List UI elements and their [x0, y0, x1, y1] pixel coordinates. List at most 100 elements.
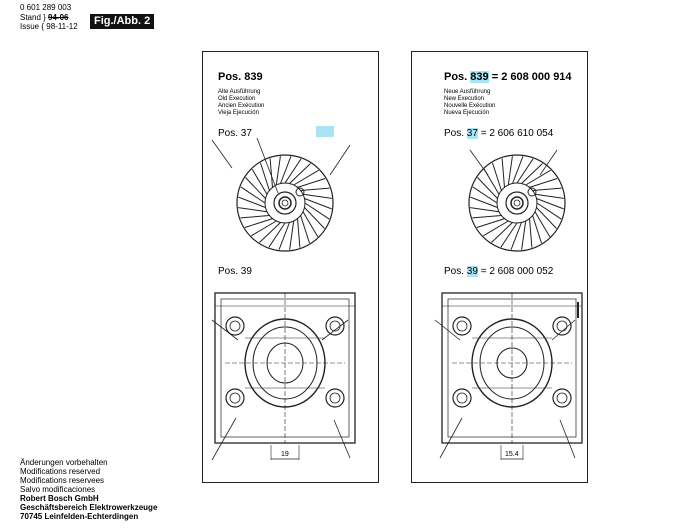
- fan-blade: [240, 186, 266, 204]
- subtitle-fr: Nouvelle Exécution: [444, 103, 496, 109]
- fan-blade: [300, 187, 330, 191]
- fan-blade: [512, 156, 524, 184]
- fan-blade: [534, 193, 564, 199]
- fan-blade: [238, 196, 266, 208]
- title-pos-highlight: 839: [470, 71, 489, 83]
- pos39-highlight: 39: [466, 266, 478, 277]
- fan-blade: [534, 211, 551, 237]
- fan-blade: [521, 220, 527, 250]
- left-fan-blades: [238, 156, 332, 250]
- fan-blade: [293, 169, 319, 186]
- fan-blade: [532, 215, 542, 244]
- right-dimension-text: 15.4: [505, 451, 519, 458]
- fan-blade: [477, 177, 498, 199]
- subtitle-fr: Ancien Exécution: [218, 103, 265, 109]
- issue-row: Issue { 98-11-12: [20, 22, 78, 31]
- subtitle-es: Vieja Ejecución: [218, 110, 259, 116]
- fan-blade: [251, 169, 268, 195]
- subtitle-de: Neue Ausführung: [444, 89, 491, 95]
- fan-blade: [238, 207, 268, 213]
- footer-division: Geschäftsbereich Elektrowerkzeuge: [20, 503, 158, 512]
- right-panel-subtitles: Neue Ausführung New Execution Nouvelle E…: [444, 89, 495, 117]
- fan-blade: [244, 218, 273, 228]
- pos37-part-number: = 2 606 610 054: [480, 128, 554, 139]
- right-base: [441, 292, 583, 444]
- issue-value: 98-11-12: [46, 22, 78, 31]
- left-panel: [202, 51, 379, 483]
- pos39-part-number: = 2 608 000 052: [480, 266, 554, 277]
- left-base-leader-4: [333, 419, 351, 459]
- left-panel-title: Pos. 839: [218, 71, 263, 83]
- right-fan-blades: [470, 156, 564, 250]
- fan-blade: [516, 158, 534, 184]
- fan-blade: [472, 186, 498, 204]
- footer-address: 70745 Leinfelden-Echterdingen: [20, 512, 139, 521]
- right-pos37-label: Pos. 37 = 2 606 610 054: [444, 128, 553, 139]
- issue-brace-icon: {: [41, 22, 45, 31]
- left-panel-subtitles: Alte Ausführung Old Execution Ancien Exé…: [218, 89, 264, 117]
- fan-blade: [300, 215, 310, 244]
- footer-company: Robert Bosch GmbH: [20, 494, 99, 503]
- fan-blade: [536, 207, 557, 229]
- fan-blade: [304, 207, 325, 229]
- left-dimension-text: 19: [281, 451, 289, 458]
- title-prefix: Pos.: [444, 71, 468, 83]
- fan-blade: [268, 222, 286, 248]
- subtitle-en: New Execution: [444, 96, 485, 102]
- fan-blade: [289, 220, 295, 250]
- fan-blade: [304, 198, 332, 210]
- stand-value: 94-06: [48, 13, 69, 22]
- fan-blade: [304, 202, 330, 220]
- fan-blade: [284, 158, 302, 184]
- fan-blade: [501, 158, 505, 188]
- left-base-leader-3: [211, 417, 237, 461]
- pos37-prefix: Pos.: [444, 128, 465, 139]
- left-fan-leader-2: [329, 144, 351, 176]
- fan-blade: [525, 169, 551, 186]
- fan-blade: [275, 156, 281, 186]
- stand-row: Stand } 94-06: [20, 13, 69, 22]
- footer-line-fr: Modifications reservees: [20, 476, 105, 485]
- left-base-leader-1: [211, 319, 239, 341]
- fan-blade: [536, 202, 562, 220]
- fan-blade: [483, 220, 509, 237]
- fan-blade: [532, 187, 562, 191]
- stand-brace-icon: }: [43, 13, 46, 22]
- fan-blade: [297, 178, 326, 188]
- fan-blade: [491, 222, 513, 243]
- pos37-highlight: 37: [466, 128, 478, 139]
- right-panel-title: Pos. 839 = 2 608 000 914: [444, 71, 572, 83]
- left-pos37-label: Pos. 37: [218, 128, 252, 139]
- left-pos39-label: Pos. 39: [218, 266, 252, 277]
- fan-blade: [470, 207, 500, 213]
- right-pos39-label: Pos. 39 = 2 608 000 052: [444, 266, 553, 277]
- left-fan: [236, 154, 334, 252]
- subtitle-es: Nueva Ejecución: [444, 110, 490, 116]
- fan-blade: [269, 158, 273, 188]
- subtitle-de: Alte Ausführung: [218, 89, 261, 95]
- fan-blade: [280, 156, 292, 184]
- left-fan-leader-3: [256, 137, 279, 194]
- fan-blade: [251, 220, 277, 237]
- left-base-leader-2: [321, 319, 349, 341]
- footer-line-de: Änderungen vorbehalten: [20, 458, 108, 467]
- right-fan: [468, 154, 566, 252]
- fan-blade: [259, 222, 281, 243]
- figure-badge: Fig./Abb. 2: [90, 14, 155, 29]
- subtitle-en: Old Execution: [218, 96, 256, 102]
- fan-blade: [536, 198, 564, 210]
- right-panel: [411, 51, 588, 483]
- fan-blade: [529, 218, 533, 248]
- fan-blade: [492, 162, 502, 191]
- fan-blade: [297, 218, 301, 248]
- fan-blade: [472, 215, 502, 219]
- left-base: [214, 292, 356, 444]
- footer-line-en: Modifications reserved: [20, 467, 101, 476]
- fan-blade: [500, 222, 518, 248]
- fan-blade: [240, 215, 270, 219]
- highlight-marker: [316, 126, 334, 137]
- issue-label: Issue: [20, 22, 40, 31]
- fan-blade: [260, 162, 270, 191]
- footer-line-es: Salvo modificaciones: [20, 485, 96, 494]
- fan-blade: [476, 218, 505, 228]
